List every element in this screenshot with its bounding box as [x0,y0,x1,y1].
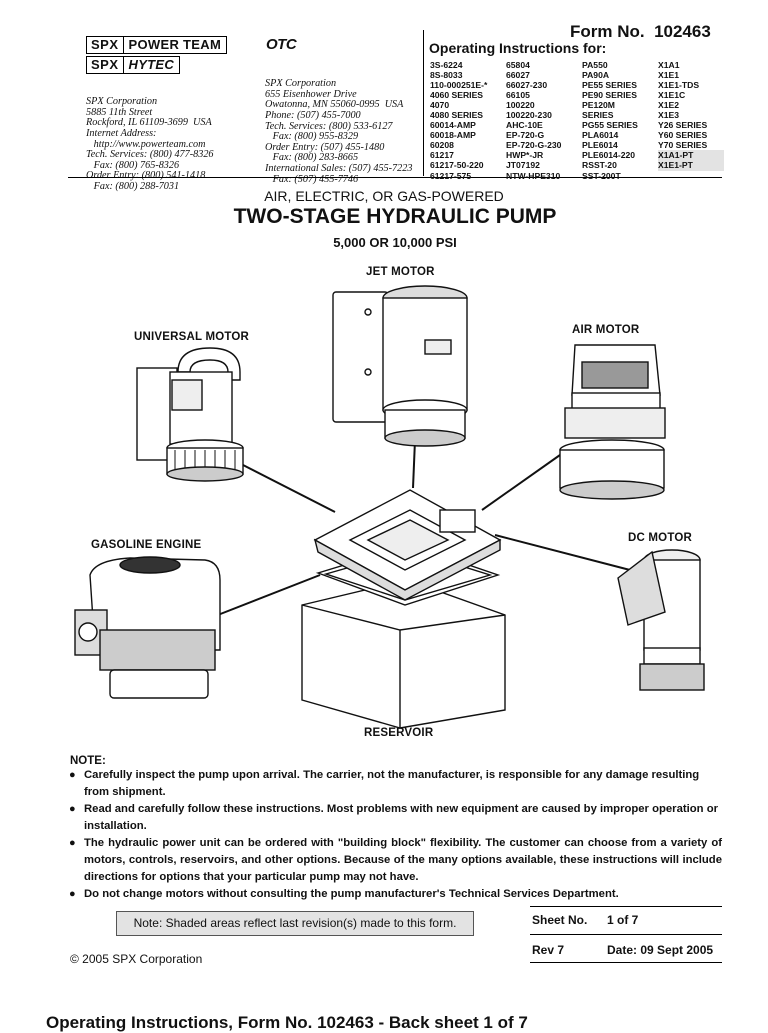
universal-motor-illustration [136,347,244,482]
header-divider-vertical [423,30,424,176]
form-number: Form No. 102463 [570,22,711,42]
pressure-rating: 5,000 OR 10,000 PSI [333,235,457,250]
label-jet-motor: JET MOTOR [366,266,435,278]
spx-mark: SPX [87,57,124,73]
hytec-logo: SPX HYTEC [86,56,181,74]
note-item: Carefully inspect the pump upon arrival.… [69,767,722,801]
note-heading: NOTE: [70,755,106,767]
label-gasoline-engine: GASOLINE ENGINE [91,539,202,551]
sheet-number-line-middle [530,934,722,935]
copyright: © 2005 SPX Corporation [70,952,203,966]
sheet-number-line-top [530,906,722,907]
note-item: The hydraulic power unit can be ordered … [69,835,722,886]
power-team-logo: SPX POWER TEAM [86,36,228,54]
form-label: Form No. [570,22,645,41]
gasoline-engine-illustration [74,556,221,699]
otc-logo: OTC [266,36,297,53]
dc-motor-illustration [617,549,705,691]
sheet-number-label: Sheet No. [532,913,588,927]
header-divider-horizontal [68,177,722,178]
note-item: Do not change motors without consulting … [69,886,722,903]
connector-lines [204,439,631,621]
note-list: Carefully inspect the pump upon arrival.… [69,767,722,903]
note-item: Read and carefully follow these instruct… [69,801,722,835]
air-motor-illustration [559,344,666,500]
pump-diagram [74,285,705,729]
power-team-wordmark: POWER TEAM [128,37,222,52]
shaded-revision-note: Note: Shaded areas reflect last revision… [116,911,474,936]
label-universal-motor: UNIVERSAL MOTOR [134,331,250,343]
reservoir-assembly-illustration [301,489,506,729]
spx-mark: SPX [87,37,124,53]
back-sheet-footer: Operating Instructions, Form No. 102463 … [46,1013,528,1032]
revision-label: Rev 7 [532,943,565,957]
jet-motor-illustration [332,285,468,447]
page-title: TWO-STAGE HYDRAULIC PUMP [233,205,557,228]
subtitle: AIR, ELECTRIC, OR GAS-POWERED [264,188,504,204]
hytec-wordmark: HYTEC [128,57,175,72]
sheet-number-value: 1 of 7 [607,913,639,927]
revision-date: Date: 09 Sept 2005 [607,943,714,957]
form-number-value: 102463 [654,22,711,41]
label-reservoir: RESERVOIR [364,727,434,739]
instructions-title: Operating Instructions for: [429,40,607,56]
label-dc-motor: DC MOTOR [628,532,692,544]
label-air-motor: AIR MOTOR [572,324,640,336]
sheet-number-line-bottom [530,962,722,963]
